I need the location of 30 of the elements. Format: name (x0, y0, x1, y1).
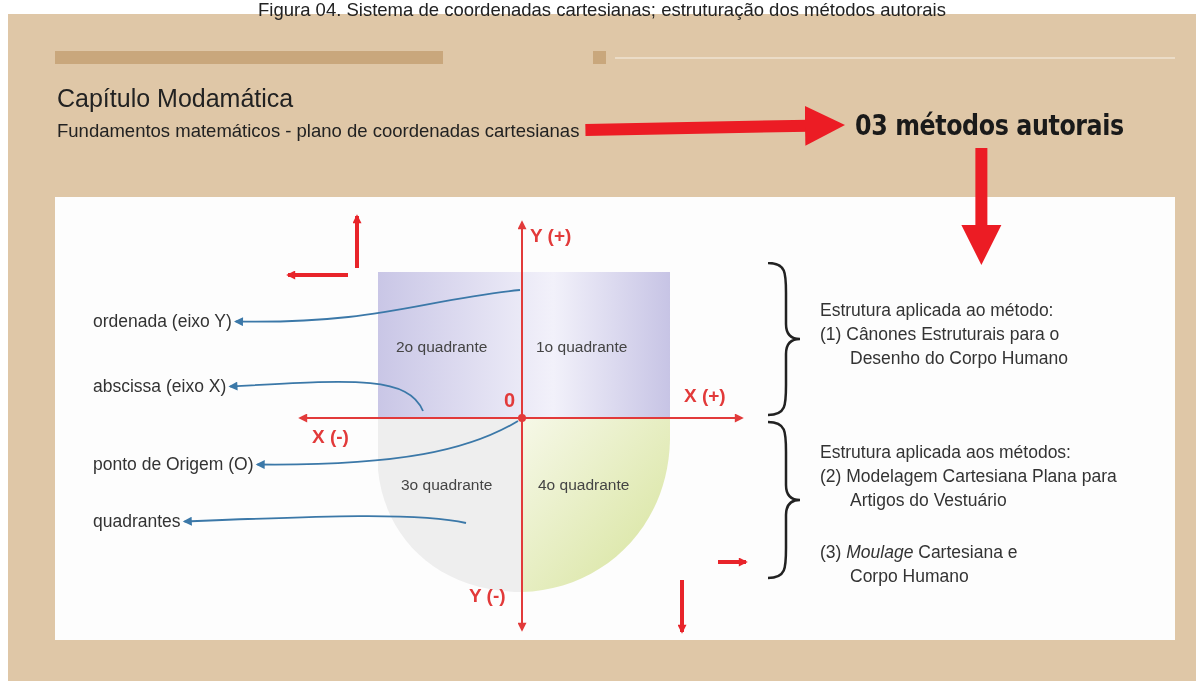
leader-label: ordenada (eixo Y) (93, 311, 232, 332)
arrow (961, 148, 1002, 265)
quadrant-label: 2o quadrante (396, 338, 488, 356)
origin-point (518, 414, 526, 422)
y-axis (517, 220, 527, 632)
leader-line (228, 381, 424, 412)
leader-label: quadrantes (93, 511, 181, 532)
leader-line (234, 289, 521, 326)
method-text: Estrutura aplicada ao método: (820, 299, 1055, 322)
x-axis (298, 413, 744, 423)
axis-label: X (+) (684, 385, 726, 407)
method-text: (1) Cânones Estruturais para o Desenho do Corpo Humano (820, 323, 1069, 370)
arrow (585, 105, 845, 146)
axis-label: X (-) (312, 426, 349, 448)
subtitle: Fundamentos matemáticos - plano de coordenadas cartesianas (57, 120, 580, 142)
quadrant-label: 4o quadrante (538, 476, 630, 494)
quadrant-label: 3o quadrante (401, 476, 493, 494)
method-text: Estrutura aplicada aos métodos: (820, 441, 1072, 464)
method-heading: 03 métodos autorais (855, 108, 1124, 142)
axis-label: Y (+) (530, 225, 572, 247)
leader-label: abscissa (eixo X) (93, 376, 227, 397)
origin-label: 0 (504, 389, 516, 412)
method-text: (3) Moulage Cartesiana e Corpo Humano (820, 541, 1019, 588)
quadrant-label: 1o quadrante (536, 338, 628, 356)
leader-line (182, 515, 467, 526)
axis-label: Y (-) (469, 585, 506, 607)
figure-caption: Figura 04. Sistema de coordenadas cartesianas; estruturação dos métodos autorais (257, 0, 947, 21)
chapter-heading: Capítulo Modamática (57, 84, 295, 113)
leader-label: ponto de Origem (O) (93, 454, 254, 475)
method-text: (2) Modelagem Cartesiana Plana para Artigos do Vestuário (820, 465, 1118, 512)
